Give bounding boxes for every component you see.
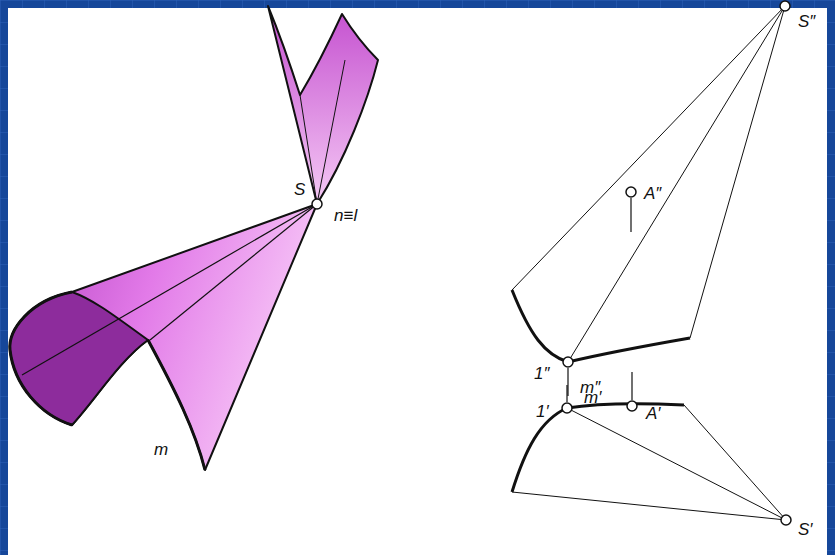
point-label: 1″ bbox=[532, 364, 551, 383]
point-label: S bbox=[292, 180, 307, 199]
point-label: m bbox=[152, 440, 170, 459]
point-label: n≡l bbox=[332, 206, 359, 225]
point-label: S″ bbox=[796, 12, 817, 31]
point-label: m′ bbox=[582, 388, 603, 407]
point-label: A′ bbox=[644, 404, 663, 423]
point-label: S′ bbox=[796, 520, 815, 539]
point-label: 1′ bbox=[534, 402, 551, 421]
point-label: A″ bbox=[642, 184, 663, 203]
